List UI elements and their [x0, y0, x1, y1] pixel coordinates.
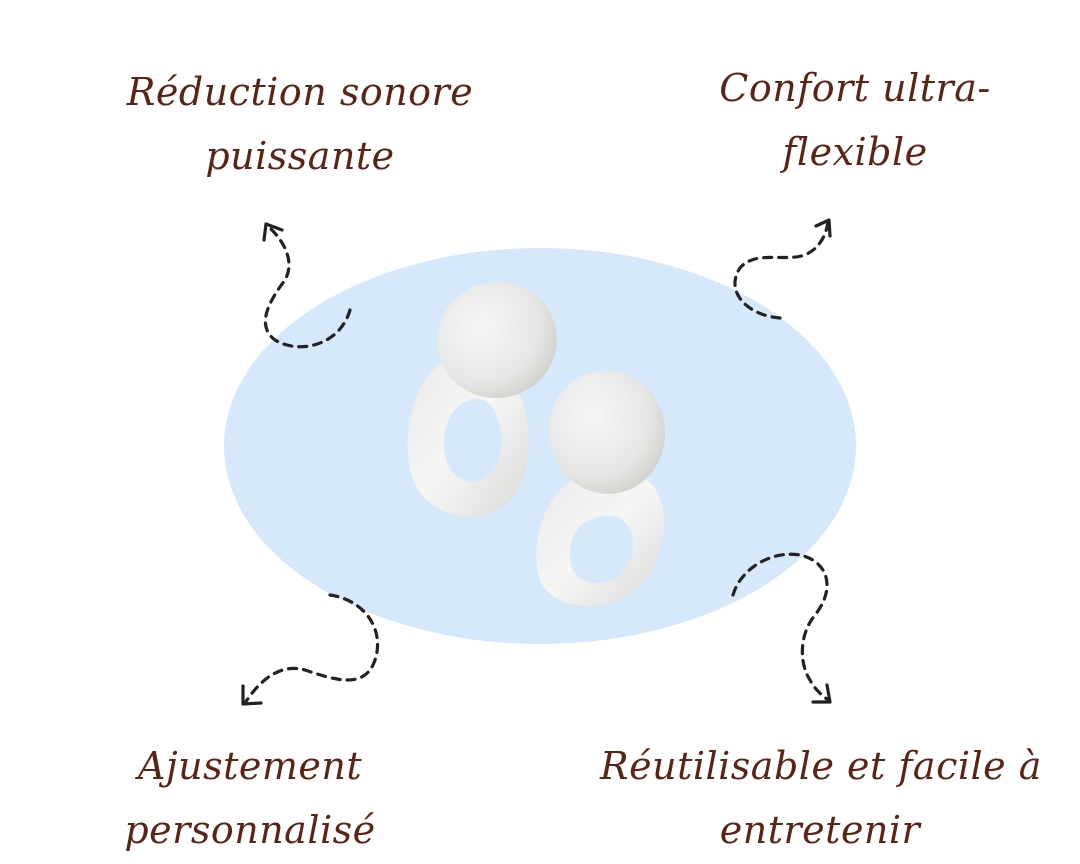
feature-line: Ajustement	[137, 744, 363, 788]
feature-reusable: Réutilisable et facile à entretenir	[600, 734, 1042, 862]
earplug-right	[536, 370, 666, 607]
arrowhead-bottom-left	[241, 684, 263, 706]
feature-noise-reduction: Réduction sonore puissante	[110, 60, 490, 188]
feature-line: entretenir	[719, 808, 921, 852]
earplug-left	[407, 281, 557, 518]
feature-custom-fit: Ajustement personnalisé	[100, 734, 400, 862]
feature-line: Confort ultra-	[719, 66, 991, 110]
feature-line: Réutilisable et facile à	[600, 744, 1042, 788]
arrowhead-bottom-right	[811, 683, 832, 704]
arrowhead-top-right	[814, 218, 832, 238]
arrowhead-top-left	[262, 222, 284, 242]
arrow-top-right	[733, 220, 830, 320]
arrow-top-left	[263, 224, 352, 349]
feature-line: puissante	[205, 134, 395, 178]
background-ellipse	[224, 248, 856, 644]
arrow-bottom-right	[731, 552, 830, 702]
feature-flexible-comfort: Confort ultra- flexible	[660, 56, 1050, 184]
arrow-bottom-left	[243, 593, 380, 705]
feature-line: Réduction sonore	[126, 70, 474, 114]
feature-line: personnalisé	[124, 808, 376, 852]
feature-line: flexible	[782, 130, 928, 174]
